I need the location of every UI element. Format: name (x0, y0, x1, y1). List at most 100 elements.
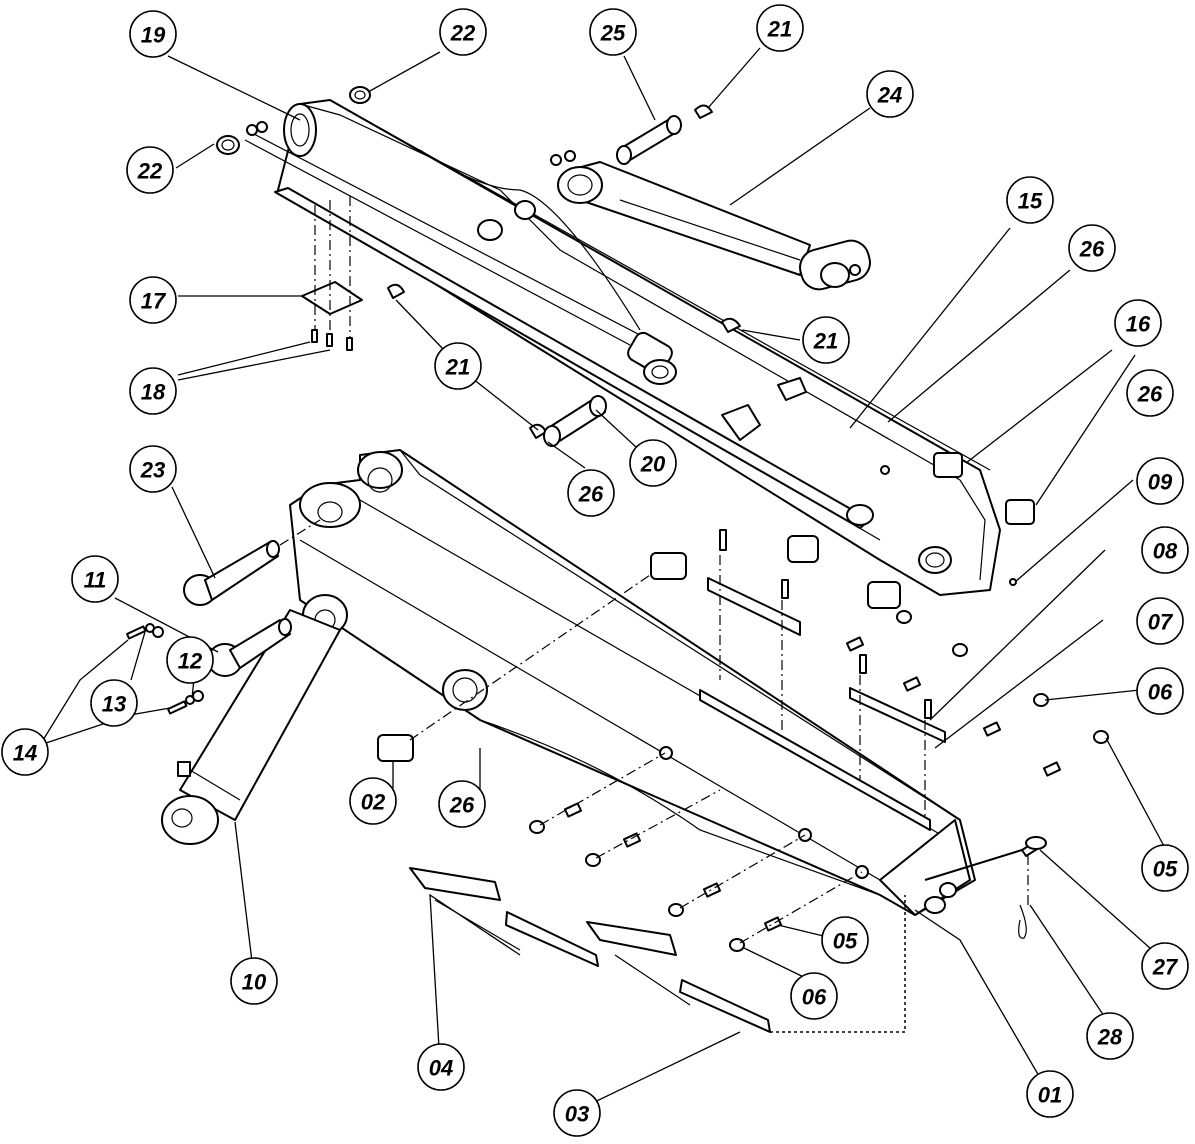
callout-label: 14 (13, 741, 37, 766)
pin-23 (183, 519, 321, 606)
callout-circle (629, 439, 677, 487)
callout-c18: 18 (129, 367, 177, 415)
callout-c20: 20 (629, 439, 677, 487)
callout-label: 13 (102, 692, 126, 717)
callout-circle (230, 957, 278, 1005)
callout-circle (434, 342, 482, 390)
callout-circle (90, 679, 138, 727)
callout-c26b: 26 (567, 469, 615, 517)
callout-circle (1068, 224, 1116, 272)
upper-boom-wedge-block-2 (777, 377, 807, 401)
bushing-02 (377, 552, 687, 762)
callout-c22b: 22 (126, 146, 174, 194)
callout-c25: 25 (589, 8, 637, 56)
clip-21-mid (387, 283, 405, 299)
callout-c28: 28 (1086, 1012, 1134, 1060)
callout-circle (866, 70, 914, 118)
callout-c06a: 06 (1136, 667, 1184, 715)
callout-label: 16 (1126, 312, 1151, 337)
callout-circle (553, 1089, 601, 1137)
callout-label: 23 (140, 458, 165, 483)
callout-c26d: 26 (438, 780, 486, 828)
callout-label: 03 (565, 1102, 589, 1127)
callout-circle (438, 780, 486, 828)
callout-circle (1141, 942, 1189, 990)
bushing-lower-b (867, 581, 901, 609)
callout-circle (756, 4, 804, 52)
callout-c17: 17 (129, 276, 177, 324)
upper-boom-bushing-d (918, 546, 952, 574)
callout-c05a: 05 (1141, 844, 1189, 892)
callout-circle (71, 555, 119, 603)
callout-circle (1006, 176, 1054, 224)
callout-circle (129, 10, 177, 58)
leader-lines (39, 47, 1171, 1111)
callout-c22a: 22 (439, 8, 487, 56)
callout-label: 26 (1079, 237, 1105, 262)
callout-circle (129, 445, 177, 493)
upper-boom-bushing-b (514, 200, 536, 220)
callout-circle (349, 777, 397, 825)
washer-22-top (349, 86, 371, 104)
callout-label: 12 (178, 649, 203, 674)
callout-circle (1114, 299, 1162, 347)
callout-circle (1086, 1012, 1134, 1060)
callout-c26c: 26 (1126, 369, 1174, 417)
callout-c11: 11 (71, 555, 119, 603)
callout-circle (589, 8, 637, 56)
bushing-16-pair (933, 452, 1035, 525)
callout-label: 05 (1153, 857, 1178, 882)
callout-circle (1136, 667, 1184, 715)
callout-c06b: 06 (790, 972, 838, 1020)
reference-dotted-line (770, 895, 906, 1033)
callout-c16: 16 (1114, 299, 1162, 347)
callout-circle (417, 1043, 465, 1091)
callout-label: 21 (813, 329, 838, 354)
pin-20 (543, 395, 607, 447)
pin-27-clip-28 (924, 836, 1047, 939)
callout-label: 11 (84, 568, 107, 593)
wear-pads-03-04 (409, 867, 771, 1033)
callout-label: 19 (141, 23, 166, 48)
callout-circle (439, 8, 487, 56)
callout-c21b: 21 (802, 316, 850, 364)
callout-c23: 23 (129, 445, 177, 493)
callout-c13: 13 (90, 679, 138, 727)
upper-boom-bushing-c (846, 504, 874, 526)
callout-label: 06 (802, 985, 827, 1010)
callout-circle (1136, 597, 1184, 645)
grease-fitting-26-a (880, 465, 890, 475)
callout-circle (166, 636, 214, 684)
callout-label: 15 (1018, 189, 1043, 214)
callout-label: 09 (1148, 470, 1173, 495)
callout-circle (126, 146, 174, 194)
callout-c05b: 05 (821, 916, 869, 964)
callout-circle (821, 916, 869, 964)
callout-label: 05 (833, 929, 858, 954)
washer-22-left (216, 135, 240, 155)
callout-label: 17 (141, 289, 167, 314)
callout-label: 04 (429, 1056, 453, 1081)
lower-nuts-spacers (529, 746, 869, 952)
callout-circle (129, 367, 177, 415)
callout-circle (129, 276, 177, 324)
callout-circle (1126, 369, 1174, 417)
hydraulic-cylinder-24 (550, 150, 871, 291)
callout-c07: 07 (1136, 597, 1184, 645)
callout-label: 21 (445, 355, 470, 380)
callout-c10: 10 (230, 957, 278, 1005)
upper-boom-cylinder (244, 121, 677, 385)
callout-c09: 09 (1136, 457, 1184, 505)
callout-circle (1, 728, 49, 776)
callout-circle (790, 972, 838, 1020)
bolt-set-12-13-14 (125, 623, 204, 715)
slide-plate-hardware (707, 529, 1109, 820)
callout-circle (567, 469, 615, 517)
bushing-lower-a (787, 535, 819, 563)
callout-label: 07 (1148, 610, 1174, 635)
callout-c21c: 21 (434, 342, 482, 390)
callout-circle (802, 316, 850, 364)
callout-circle (1141, 526, 1189, 574)
callout-c04: 04 (417, 1043, 465, 1091)
